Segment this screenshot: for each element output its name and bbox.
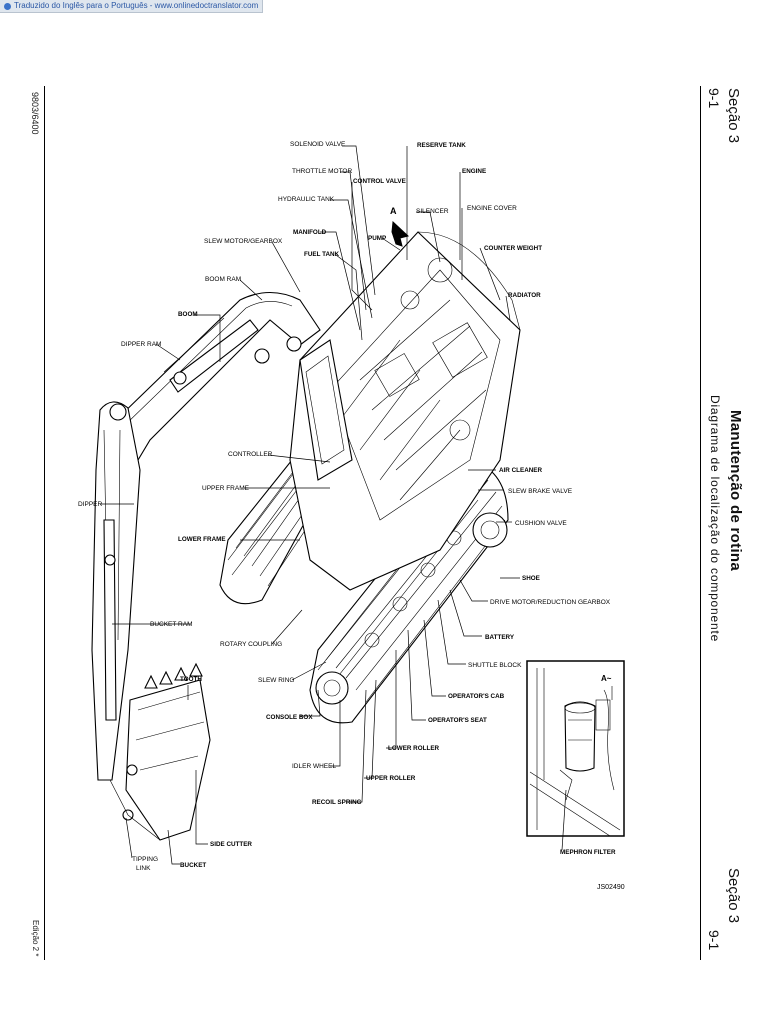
label-link: LINK	[136, 865, 151, 872]
label-manifold: MANIFOLD	[293, 229, 327, 236]
label-hydraulic-tank: HYDRAULIC TANK	[278, 196, 335, 203]
label-tooth: TOOTH	[180, 676, 202, 683]
label-pump: PUMP	[368, 235, 386, 242]
translator-banner-text: Traduzido do Inglês para o Português - w…	[14, 1, 259, 10]
label-reserve-tank: RESERVE TANK	[417, 142, 466, 149]
label-lower-frame: LOWER FRAME	[178, 536, 226, 543]
translator-logo-icon	[4, 2, 11, 10]
label-control-valve: CONTROL VALVE	[353, 178, 406, 185]
label-boom-ram: BOOM RAM	[205, 276, 241, 283]
label-engine-cover: ENGINE COVER	[467, 205, 517, 212]
view-a-arrow-icon	[391, 220, 410, 247]
label-counter-weight: COUNTER WEIGHT	[484, 245, 542, 252]
label-lower-roller: LOWER ROLLER	[388, 745, 440, 752]
boom-arm-bucket	[91, 292, 321, 841]
label-drive-motor-reduction-gearbox: DRIVE MOTOR/REDUCTION GEARBOX	[490, 599, 611, 606]
label-tipping: TIPPING	[132, 856, 158, 863]
label-battery: BATTERY	[485, 634, 515, 641]
label-mephron-filter: MEPHRON FILTER	[560, 849, 616, 856]
label-slew-brake-valve: SLEW BRAKE VALVE	[508, 488, 573, 495]
label-fuel-tank: FUEL TANK	[304, 251, 340, 258]
inset-marker: A~	[601, 674, 612, 683]
label-boom: BOOM	[178, 311, 198, 318]
label-side-cutter: SIDE CUTTER	[210, 841, 252, 848]
upper-structure	[289, 231, 521, 591]
label-silencer: SILENCER	[416, 208, 449, 215]
label-cushion-valve: CUSHION VALVE	[515, 520, 567, 527]
label-engine: ENGINE	[462, 168, 486, 175]
header-rule	[700, 86, 701, 960]
label-bucket-ram: BUCKET RAM	[150, 621, 193, 628]
leader-lines	[100, 145, 567, 865]
label-slew-motor-gearbox: SLEW MOTOR/GEARBOX	[204, 238, 283, 245]
label-shuttle-block: SHUTTLE BLOCK	[468, 662, 522, 669]
label-dipper-ram: DIPPER RAM	[121, 341, 161, 348]
label-upper-roller: UPPER ROLLER	[366, 775, 416, 782]
label-operators-cab: OPERATOR'S CAB	[448, 693, 505, 700]
label-upper-frame: UPPER FRAME	[202, 485, 250, 492]
label-throttle-motor: THROTTLE MOTOR	[292, 168, 352, 175]
label-solenoid-valve: SOLENOID VALVE	[290, 141, 346, 148]
label-idler-wheel: IDLER WHEEL	[292, 763, 336, 770]
label-air-cleaner: AIR CLEANER	[499, 467, 542, 474]
label-dipper: DIPPER	[78, 501, 103, 508]
label-operators-seat: OPERATOR'S SEAT	[428, 717, 487, 724]
figure-code: JS02490	[597, 884, 625, 891]
label-radiator: RADIATOR	[508, 292, 541, 299]
inset-view-a	[526, 660, 625, 837]
label-slew-ring: SLEW RING	[258, 677, 294, 684]
label-controller: CONTROLLER	[228, 451, 273, 458]
label-console-box: CONSOLE BOX	[266, 714, 313, 721]
translator-banner[interactable]: Traduzido do Inglês para o Português - w…	[0, 0, 264, 13]
right-track	[309, 459, 509, 724]
label-recoil-spring: RECOIL SPRING	[312, 799, 362, 806]
label-bucket: BUCKET	[180, 862, 206, 869]
footer-rule	[44, 86, 45, 960]
label-shoe: SHOE	[522, 575, 540, 582]
component-labels: SOLENOID VALVE THROTTLE MOTOR CONTROL VA…	[78, 141, 625, 891]
view-a-marker: A	[390, 206, 397, 216]
label-rotary-coupling: ROTARY COUPLING	[220, 641, 282, 648]
